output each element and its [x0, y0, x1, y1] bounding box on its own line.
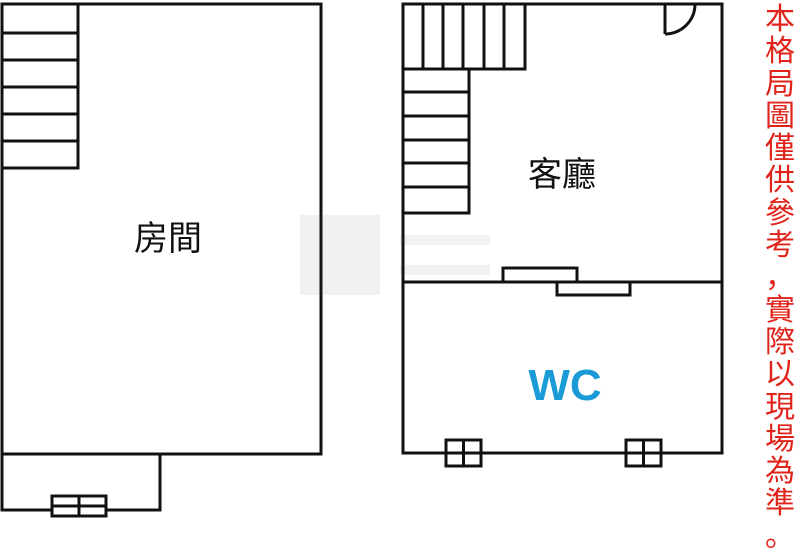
living-room-label: 客廳	[528, 155, 596, 195]
disclaimer-char: 際	[765, 324, 795, 360]
disclaimer-char: 格	[765, 34, 795, 70]
disclaimer-char: 僅	[765, 131, 795, 167]
disclaimer-char: 局	[765, 66, 795, 102]
disclaimer-note: 本格局圖僅供參考，實際以現場為準。	[762, 2, 798, 554]
disclaimer-char: 準	[765, 486, 795, 522]
disclaimer-char: 圖	[765, 98, 795, 134]
disclaimer-char: 本	[765, 2, 795, 37]
wc-label: WC	[528, 361, 601, 410]
disclaimer-char: 實	[765, 292, 795, 328]
disclaimer-char: ，	[765, 260, 795, 296]
disclaimer-char: 供	[765, 163, 795, 199]
disclaimer-char: 現	[765, 389, 795, 425]
partition-window-lower	[555, 280, 632, 297]
left-staircase	[0, 2, 80, 170]
balcony-window	[50, 494, 108, 518]
disclaimer-char: 為	[765, 454, 795, 490]
disclaimer-char: 考	[765, 228, 795, 264]
wc-window-right	[624, 438, 663, 468]
disclaimer-char: 參	[765, 195, 795, 231]
middle-staircase	[401, 67, 471, 215]
partition-window-upper	[501, 266, 579, 284]
disclaimer-char: 。	[765, 518, 795, 554]
disclaimer-char: 以	[765, 357, 795, 393]
wc-window-left	[444, 438, 483, 468]
upper-staircase	[401, 2, 527, 71]
door-swing	[663, 3, 697, 36]
floor-plan: 房間 客廳 WC	[0, 2, 724, 518]
disclaimer-char: 場	[765, 421, 795, 457]
right-unit-outline	[401, 2, 724, 455]
bedroom-label: 房間	[134, 219, 202, 259]
